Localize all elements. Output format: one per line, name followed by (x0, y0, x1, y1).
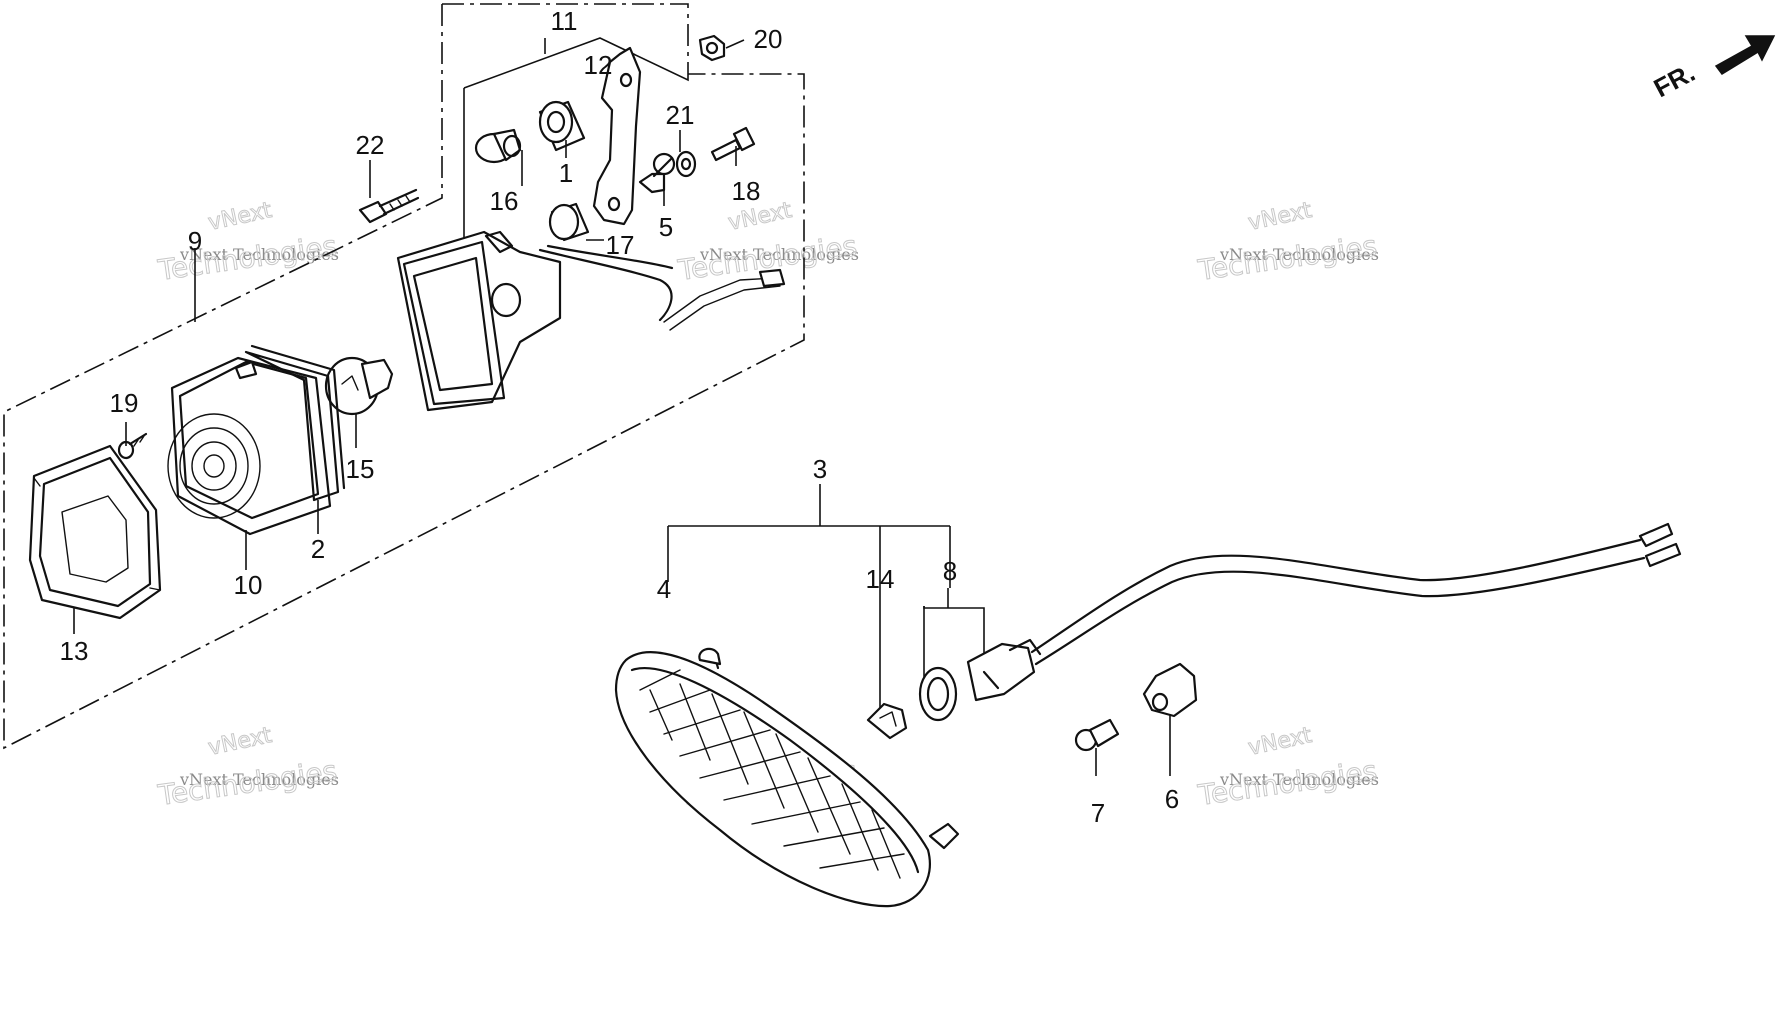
part-label-5: 5 (659, 212, 673, 242)
tail-light-socket (918, 638, 1042, 722)
watermark-line2: vNext Technologies (1219, 770, 1379, 789)
watermark-line3: Technologies (1195, 229, 1379, 287)
watermark-line3: Technologies (155, 229, 339, 287)
part-label-20: 20 (754, 24, 783, 54)
watermark-line2: vNext Technologies (179, 245, 339, 264)
watermark: vNext vNext Technologies Technologies (155, 722, 340, 812)
tail-light-bulb (866, 702, 908, 740)
part-label-15: 15 (346, 454, 375, 484)
part-label-1: 1 (559, 158, 573, 188)
watermark-line3: Technologies (155, 754, 339, 812)
hardware-parts (117, 34, 756, 460)
headlight-lens (167, 356, 332, 536)
tail-light-stay (1142, 662, 1198, 718)
bolt-part-18 (710, 126, 756, 162)
part-label-17: 17 (606, 230, 635, 260)
part-label-12: 12 (584, 50, 613, 80)
front-direction-label: FR. (1649, 57, 1700, 103)
part-label-9: 9 (188, 226, 202, 256)
tail-light-assembly-bracket (667, 484, 985, 710)
collar-part-16 (474, 128, 522, 164)
watermark-line1: vNext (1246, 723, 1314, 761)
grommet-part-1 (538, 100, 586, 152)
headlight-gasket (244, 344, 346, 502)
part-label-2: 2 (311, 534, 325, 564)
nut-part-20 (698, 34, 726, 62)
watermark-line2: vNext Technologies (1219, 245, 1379, 264)
part-label-18: 18 (732, 176, 761, 206)
part-label-6: 6 (1165, 784, 1179, 814)
part-label-10: 10 (234, 570, 263, 600)
part-label-11: 11 (551, 6, 578, 36)
watermark: vNext vNext Technologies Technologies (1195, 197, 1380, 287)
watermark-line1: vNext (206, 723, 274, 761)
part-label-19: 19 (110, 388, 139, 418)
front-direction-indicator: FR. (1649, 35, 1776, 103)
watermark: vNext vNext Technologies Technologies (155, 197, 340, 287)
tail-light-lens (614, 647, 960, 908)
part-number-labels: 11 12 20 21 18 22 16 1 5 17 9 19 15 2 10… (60, 6, 1180, 828)
tail-light-bolt (1074, 718, 1120, 752)
tail-light-wiring (1030, 522, 1682, 666)
part-label-14: 14 (866, 564, 895, 594)
watermark-line3: Technologies (1195, 754, 1379, 812)
part-label-8: 8 (943, 556, 957, 586)
part-label-3: 3 (813, 454, 827, 484)
washer-part-21 (675, 150, 697, 178)
watermark-line1: vNext (1246, 198, 1314, 236)
watermark-line1: vNext (206, 198, 274, 236)
headlight-stay (592, 46, 642, 226)
bolt-part-5 (638, 152, 676, 194)
part-label-21: 21 (666, 100, 695, 130)
headlight-assembly-bracket (3, 3, 805, 750)
part-label-22: 22 (356, 130, 385, 160)
watermark-line2: vNext Technologies (179, 770, 339, 789)
part-label-4: 4 (657, 574, 671, 604)
screw-part-19 (117, 432, 148, 460)
front-arrow-icon (1714, 35, 1776, 75)
headlight-case (396, 230, 786, 412)
grommet-part-17 (548, 202, 590, 242)
watermark-line2: vNext Technologies (699, 245, 859, 264)
part-label-7: 7 (1091, 798, 1105, 828)
headlight-rim (28, 444, 162, 620)
bolt-part-22 (358, 188, 420, 224)
headlight-bulb (324, 356, 394, 416)
watermark: vNext vNext Technologies Technologies (1195, 722, 1380, 812)
part-label-16: 16 (490, 186, 519, 216)
part-label-13: 13 (60, 636, 89, 666)
leader-lines (73, 39, 1171, 776)
